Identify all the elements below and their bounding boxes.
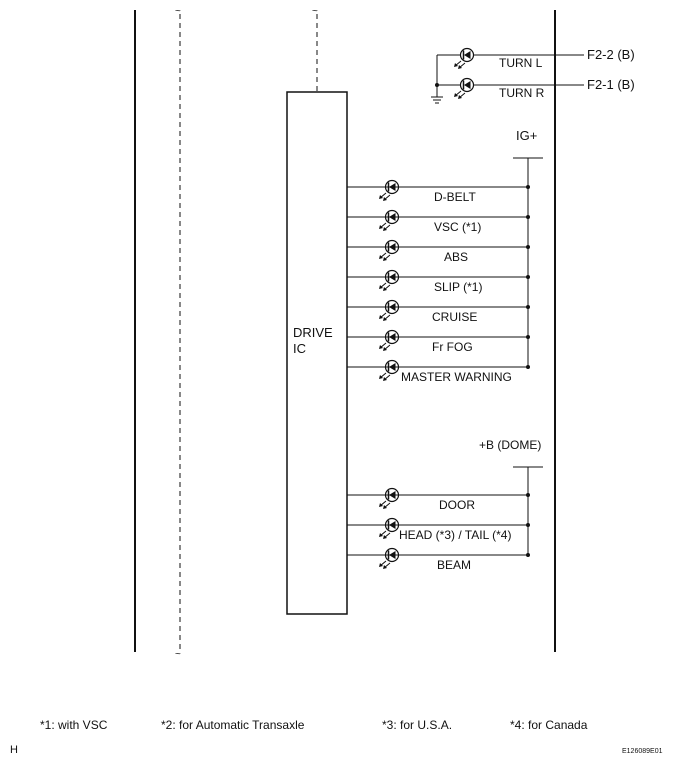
led-icon — [379, 299, 400, 321]
lamp-label: Fr FOG — [432, 340, 473, 354]
bus-junction-dot — [526, 245, 530, 249]
lamp-label: SLIP (*1) — [434, 280, 482, 294]
turn-r-label: TURN R — [499, 86, 545, 100]
bus-junction-dot — [526, 493, 530, 497]
break-mark-ic: ~ — [312, 6, 318, 17]
lamp-row: DOOR — [347, 487, 530, 512]
footnote-2: *2: for Automatic Transaxle — [161, 718, 305, 732]
drive-ic-label-line2: IC — [293, 341, 306, 356]
drive-ic-box — [286, 91, 348, 615]
break-mark-top: ~ — [175, 6, 181, 17]
led-icon — [379, 179, 400, 201]
footnote-1: *1: with VSC — [40, 718, 108, 732]
bus-junction-dot — [526, 365, 530, 369]
led-icon — [379, 359, 400, 381]
lamp-row: D-BELT — [347, 179, 530, 204]
lamp-row: HEAD (*3) / TAIL (*4) — [347, 517, 530, 542]
led-icon — [379, 209, 400, 231]
lamp-label: CRUISE — [432, 310, 477, 324]
bus-junction-dot — [526, 275, 530, 279]
break-mark-bottom: ~ — [175, 649, 181, 660]
turn-l-label: TURN L — [499, 56, 543, 70]
lamp-label: DOOR — [439, 498, 475, 512]
drive-ic-label-line1: DRIVE — [293, 325, 333, 340]
led-icon — [379, 329, 400, 351]
corner-left-mark: H — [10, 744, 18, 756]
corner-right-code: E126089E01 — [622, 748, 663, 755]
turn-l-led-icon — [454, 47, 475, 69]
lamp-label: HEAD (*3) / TAIL (*4) — [399, 528, 511, 542]
turn-l-terminal: F2-2 (B) — [587, 47, 635, 62]
led-icon — [379, 517, 400, 539]
lamp-row: BEAM — [347, 547, 530, 572]
led-icon — [379, 547, 400, 569]
ig-lamp-rows: D-BELT VSC (*1) ABS SLIP (*1) CRUISE Fr FOG MA… — [347, 179, 530, 384]
footnote-3: *3: for U.S.A. — [382, 718, 453, 732]
led-icon — [379, 269, 400, 291]
lamp-label: MASTER WARNING — [401, 370, 512, 384]
ig-supply-label: IG+ — [516, 128, 537, 143]
bus-junction-dot — [526, 335, 530, 339]
led-icon — [379, 487, 400, 509]
turn-lamp-leds — [454, 47, 475, 99]
dome-lamp-rows: DOOR HEAD (*3) / TAIL (*4) BEAM — [347, 487, 530, 572]
lamp-row: CRUISE — [347, 299, 530, 324]
bus-junction-dot — [526, 215, 530, 219]
lamp-label: D-BELT — [434, 190, 476, 204]
dome-supply-label: +B (DOME) — [479, 438, 541, 452]
bus-junction-dot — [526, 185, 530, 189]
turn-r-terminal: F2-1 (B) — [587, 77, 635, 92]
lamp-row: VSC (*1) — [347, 209, 530, 234]
bus-junction-dot — [526, 305, 530, 309]
lamp-row: SLIP (*1) — [347, 269, 530, 294]
bus-junction-dot — [526, 553, 530, 557]
ground-icon — [431, 96, 443, 104]
lamp-row: MASTER WARNING — [347, 359, 530, 384]
turn-junction-dot — [435, 83, 439, 87]
lamp-label: VSC (*1) — [434, 220, 481, 234]
lamp-row: Fr FOG — [347, 329, 530, 354]
lamp-row: ABS — [347, 239, 530, 264]
turn-r-led-icon — [454, 77, 475, 99]
led-icon — [379, 239, 400, 261]
bus-junction-dot — [526, 523, 530, 527]
lamp-label: ABS — [444, 250, 468, 264]
lamp-label: BEAM — [437, 558, 471, 572]
footnote-4: *4: for Canada — [510, 718, 588, 732]
